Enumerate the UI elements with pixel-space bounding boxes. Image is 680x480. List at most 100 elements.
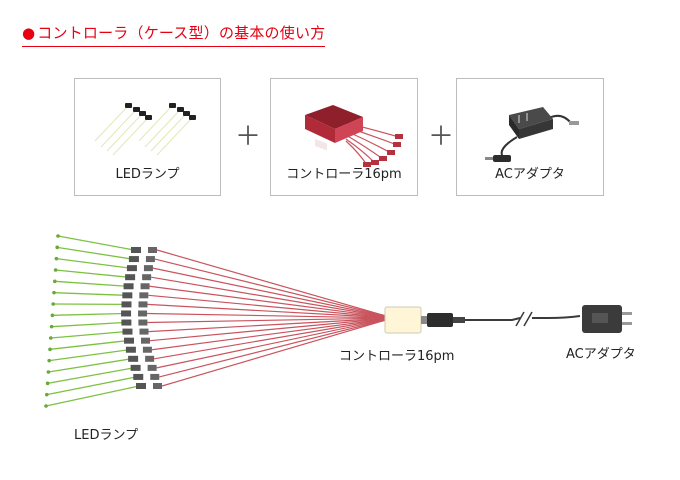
controller-connector xyxy=(138,310,148,317)
led-wire xyxy=(56,258,131,269)
led-connector xyxy=(121,319,132,326)
controller-connector xyxy=(150,373,160,380)
controller-connector xyxy=(145,256,155,263)
controller-wire xyxy=(149,285,387,318)
led-bulb xyxy=(53,279,57,284)
controller-case-icon xyxy=(305,105,403,167)
plus-sign-2: ＋ xyxy=(428,122,455,152)
led-connector xyxy=(130,364,141,371)
controller-connector xyxy=(141,337,151,344)
led-wire xyxy=(51,321,125,328)
page-title: ●コントローラ（ケース型）の基本の使い方 xyxy=(22,22,326,47)
controller-wire xyxy=(151,318,387,351)
controller-connector xyxy=(145,355,155,362)
led-wire xyxy=(52,312,125,316)
led-label: LEDランプ xyxy=(74,428,139,443)
controller-wire xyxy=(148,317,387,333)
led-bulb xyxy=(49,324,54,329)
led-bulb xyxy=(48,347,52,352)
controller-connector xyxy=(142,346,152,353)
led-wire-group xyxy=(44,234,146,408)
led-wire xyxy=(46,376,137,396)
controller-wire xyxy=(147,312,387,319)
led-lamps-icon xyxy=(94,103,196,156)
led-bulb xyxy=(54,256,59,261)
led-bulb xyxy=(56,234,60,238)
dc-cable-left xyxy=(465,317,521,321)
controller-wire xyxy=(149,318,387,342)
controller-wire xyxy=(148,294,387,318)
led-wire xyxy=(53,292,126,296)
controller-wire xyxy=(156,249,387,317)
controller-wire xyxy=(152,267,387,318)
controller-wire xyxy=(154,318,387,360)
controller-connector xyxy=(138,301,148,308)
controller-connector xyxy=(139,328,149,335)
led-connector xyxy=(121,301,132,308)
controller-wire xyxy=(161,319,387,387)
led-wire xyxy=(49,340,128,350)
led-connector xyxy=(121,310,132,317)
led-wire xyxy=(48,358,132,373)
led-connector xyxy=(131,247,141,253)
controller-wire xyxy=(147,303,387,319)
dc-plug-icon xyxy=(421,313,465,327)
led-bulb xyxy=(51,302,55,306)
led-wire xyxy=(50,330,126,339)
product-box-adapter: ACアダプタ xyxy=(456,78,604,196)
led-connector xyxy=(128,355,139,362)
product-label-led: LEDランプ xyxy=(115,167,180,182)
controller-connector xyxy=(140,283,150,290)
led-bulb xyxy=(44,404,48,408)
product-box-controller: コントローラ16pm xyxy=(270,78,418,196)
led-wire xyxy=(45,385,140,407)
controller-connector xyxy=(139,292,149,299)
led-bulb xyxy=(45,392,49,397)
controller-connector xyxy=(142,274,152,281)
led-bulb xyxy=(46,370,51,374)
led-connector xyxy=(122,328,133,335)
controller-wire xyxy=(147,317,387,324)
led-wire xyxy=(49,349,129,362)
controller-wire xyxy=(156,318,387,369)
led-bulb xyxy=(50,313,55,318)
product-label-controller: コントローラ16pm xyxy=(286,167,402,182)
bullet-icon: ● xyxy=(22,24,36,42)
led-connector xyxy=(124,337,135,344)
controller-connector xyxy=(143,265,153,272)
product-box-led: LEDランプ xyxy=(74,78,221,196)
adapter-diagram-icon xyxy=(582,305,632,333)
ac-adapter-icon xyxy=(485,107,579,162)
plus-sign-1: ＋ xyxy=(235,122,262,152)
led-wire xyxy=(57,235,135,251)
led-connector xyxy=(126,265,137,272)
controller-connector xyxy=(147,364,157,371)
led-connector xyxy=(123,283,134,290)
led-bulb xyxy=(52,290,56,295)
led-wire xyxy=(57,246,133,260)
led-bulb xyxy=(53,268,58,272)
adapter-label: ACアダプタ xyxy=(566,347,636,362)
dc-cable-right xyxy=(532,315,581,319)
led-connector xyxy=(128,256,139,263)
controller-body xyxy=(384,306,422,334)
led-connector xyxy=(133,373,144,380)
led-wire xyxy=(54,280,127,287)
controller-connector xyxy=(148,247,157,253)
led-connector xyxy=(122,292,133,299)
led-wire xyxy=(47,367,134,384)
page-title-text: コントローラ（ケース型）の基本の使い方 xyxy=(37,24,326,42)
controller-wire xyxy=(154,258,387,317)
cable-break-icon xyxy=(515,311,533,327)
led-wire xyxy=(55,269,129,278)
led-connector xyxy=(125,274,136,281)
controller-wire xyxy=(151,276,387,318)
led-connector xyxy=(136,383,146,389)
led-bulb xyxy=(55,245,59,250)
led-bulb xyxy=(47,358,51,363)
controller-connector xyxy=(153,383,162,389)
controller-connector xyxy=(138,319,148,326)
controller-wire xyxy=(159,319,387,378)
led-bulb xyxy=(45,381,50,386)
